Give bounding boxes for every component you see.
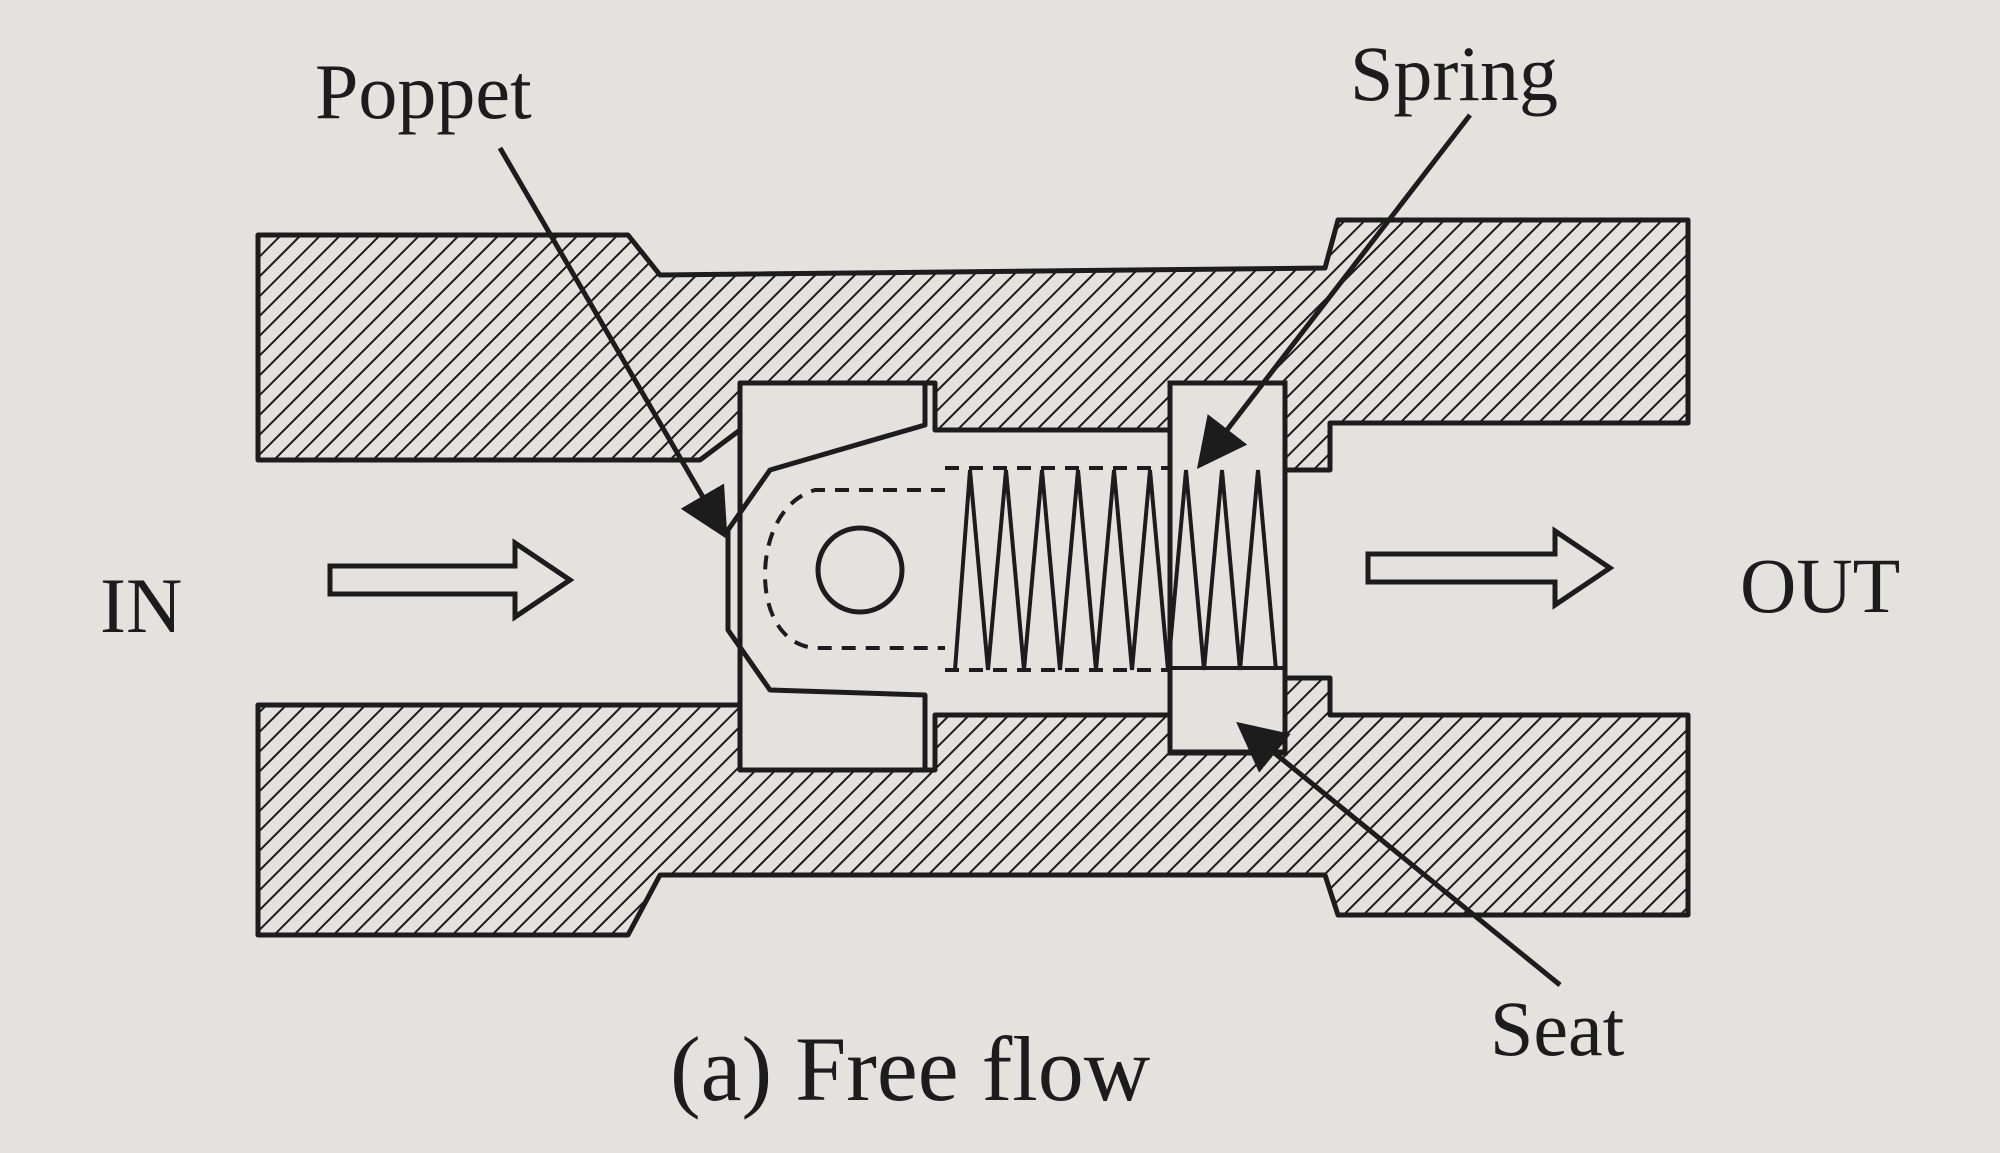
label-poppet: Poppet bbox=[315, 48, 532, 135]
spring bbox=[953, 469, 1278, 671]
spring-leader bbox=[1196, 113, 1472, 469]
poppet-cross-hole bbox=[815, 525, 905, 615]
figure-caption: (a) Free flow bbox=[670, 1018, 1151, 1120]
seat bbox=[1167, 380, 1288, 756]
label-inlet: IN bbox=[100, 562, 182, 649]
poppet-hidden-bore bbox=[762, 488, 945, 650]
outlet-flow-arrow bbox=[1365, 526, 1615, 610]
valve-body-bottom bbox=[255, 675, 1691, 938]
label-outlet: OUT bbox=[1740, 542, 1900, 629]
poppet bbox=[725, 380, 928, 773]
seat-leader bbox=[1236, 721, 1562, 987]
label-spring: Spring bbox=[1350, 30, 1558, 117]
label-seat: Seat bbox=[1490, 985, 1625, 1072]
poppet-leader bbox=[497, 146, 728, 540]
valve-body-top bbox=[255, 217, 1691, 473]
inlet-flow-arrow bbox=[327, 538, 575, 622]
